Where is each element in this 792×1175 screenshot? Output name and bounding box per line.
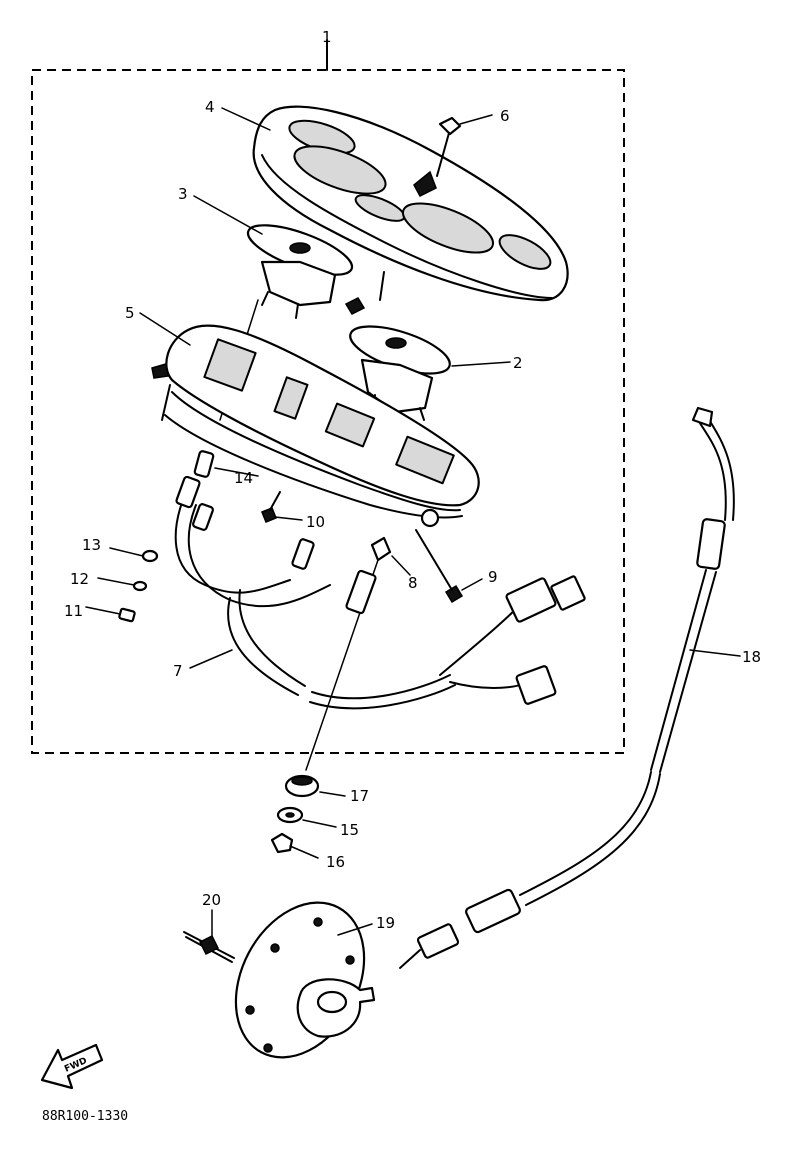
part-20-pin [183,909,235,963]
callout-14: 14 [234,469,253,487]
callout-4: 4 [205,98,215,116]
leader-lines [139,107,511,367]
part-16-nut [270,832,319,859]
callout-17: 17 [350,787,369,805]
callout-13: 13 [82,536,101,554]
drawing-code: 88R100-1330 [42,1109,128,1124]
part-7-wire-harness [174,475,586,710]
part-17-grommet [284,774,346,798]
part-14-bulb-socket [193,450,259,478]
callout-5: 5 [125,304,135,322]
part-18-speedometer-cable [399,406,741,969]
callout-2: 2 [513,354,523,372]
assembly-boundary: 1 [31,28,625,754]
callout-9: 9 [488,568,498,586]
callout-18: 18 [742,648,761,666]
callout-12: 12 [70,570,89,588]
part-19-gear-unit [234,901,376,1059]
callout-19: 19 [376,914,395,932]
callout-11: 11 [64,602,83,620]
part-9-screw [415,529,483,604]
callout-16: 16 [326,853,345,871]
part-3-gauge-unit [219,224,354,421]
callout-15: 15 [340,821,359,839]
part-13-collar [109,547,159,563]
part-6-screw [436,116,462,177]
callout-6: 6 [500,107,510,125]
part-11-nut [85,606,136,623]
callout-8: 8 [408,574,418,592]
part-2-gauge-unit [344,271,451,421]
part-15-washer [276,806,337,828]
callout-10: 10 [306,513,325,531]
part-12-washer [97,577,148,592]
callout-20: 20 [202,891,221,909]
callout-7: 7 [173,662,183,680]
callout-labels: 2 3 4 5 6 7 8 9 10 11 12 13 14 15 16 17 … [64,98,761,932]
part-5-meter-case [151,324,480,528]
part-10-screw [261,491,303,523]
assembly-ref-label: 1 [322,28,332,46]
forward-arrow-icon: FWD [40,1043,104,1090]
callout-3: 3 [178,185,188,203]
part-4-meter-cover [252,105,569,302]
